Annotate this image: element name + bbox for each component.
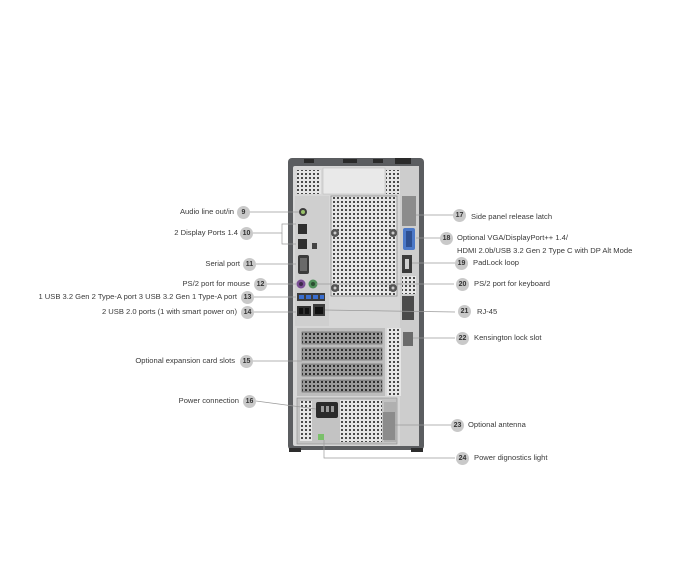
- badge-18: 18: [440, 232, 453, 245]
- label-optional-video-1: Optional VGA/DisplayPort++ 1.4/: [457, 233, 569, 242]
- leader-lines-left: [249, 211, 317, 410]
- kensington-slot: [403, 332, 413, 346]
- label-release-latch: Side panel release latch: [471, 212, 553, 221]
- usb20-ports: [297, 306, 311, 316]
- leader-lines-right: [316, 214, 456, 459]
- power-diagnostics-light: [318, 434, 324, 440]
- label-expansion-slots: Optional expansion card slots: [135, 356, 235, 365]
- badge-17: 17: [453, 209, 466, 222]
- badge-9: 9: [237, 206, 250, 219]
- expansion-slot-3: [301, 363, 383, 377]
- label-power-connection: Power connection: [178, 396, 239, 405]
- label-ps2-mouse: PS/2 port for mouse: [182, 279, 250, 288]
- badge-10: 10: [240, 227, 253, 240]
- top-vent: [297, 170, 321, 194]
- badge-13: 13: [241, 291, 254, 304]
- badge-21: 21: [458, 305, 471, 318]
- label-optional-video-2: HDMI 2.0b/USB 3.2 Gen 2 Type C with DP A…: [457, 246, 633, 255]
- label-ps2-keyboard: PS/2 port for keyboard: [474, 279, 550, 288]
- badge-14: 14: [241, 306, 254, 319]
- antenna-cover: [383, 412, 395, 440]
- badge-24: 24: [456, 452, 469, 465]
- badge-19: 19: [455, 257, 468, 270]
- expansion-slot-4: [301, 379, 383, 393]
- label-display-ports: 2 Display Ports 1.4: [174, 228, 238, 237]
- label-diagnostics-light: Power dignostics light: [474, 453, 548, 462]
- expansion-slot-2: [301, 347, 383, 361]
- badge-11: 11: [243, 258, 256, 271]
- badge-15: 15: [240, 355, 253, 368]
- label-serial-port: Serial port: [205, 259, 240, 268]
- release-latch: [402, 196, 416, 226]
- badge-23: 23: [451, 419, 464, 432]
- badge-12: 12: [254, 278, 267, 291]
- label-rj45: RJ-45: [477, 307, 498, 316]
- label-antenna: Optional antenna: [468, 420, 526, 429]
- fan-grill: [330, 195, 398, 297]
- badge-20: 20: [456, 278, 469, 291]
- label-kensington: Kensington lock slot: [474, 333, 542, 342]
- label-usb32: 1 USB 3.2 Gen 2 Type-A port 3 USB 3.2 Ge…: [38, 292, 237, 301]
- displayport-1: [298, 224, 307, 234]
- badge-22: 22: [456, 332, 469, 345]
- badge-16: 16: [243, 395, 256, 408]
- label-audio-line: Audio line out/in: [179, 207, 234, 216]
- label-usb20: 2 USB 2.0 ports (1 with smart power on): [101, 307, 237, 316]
- label-padlock-loop: PadLock loop: [473, 258, 520, 267]
- expansion-slot-1: [301, 331, 383, 345]
- displayport-2: [298, 239, 307, 249]
